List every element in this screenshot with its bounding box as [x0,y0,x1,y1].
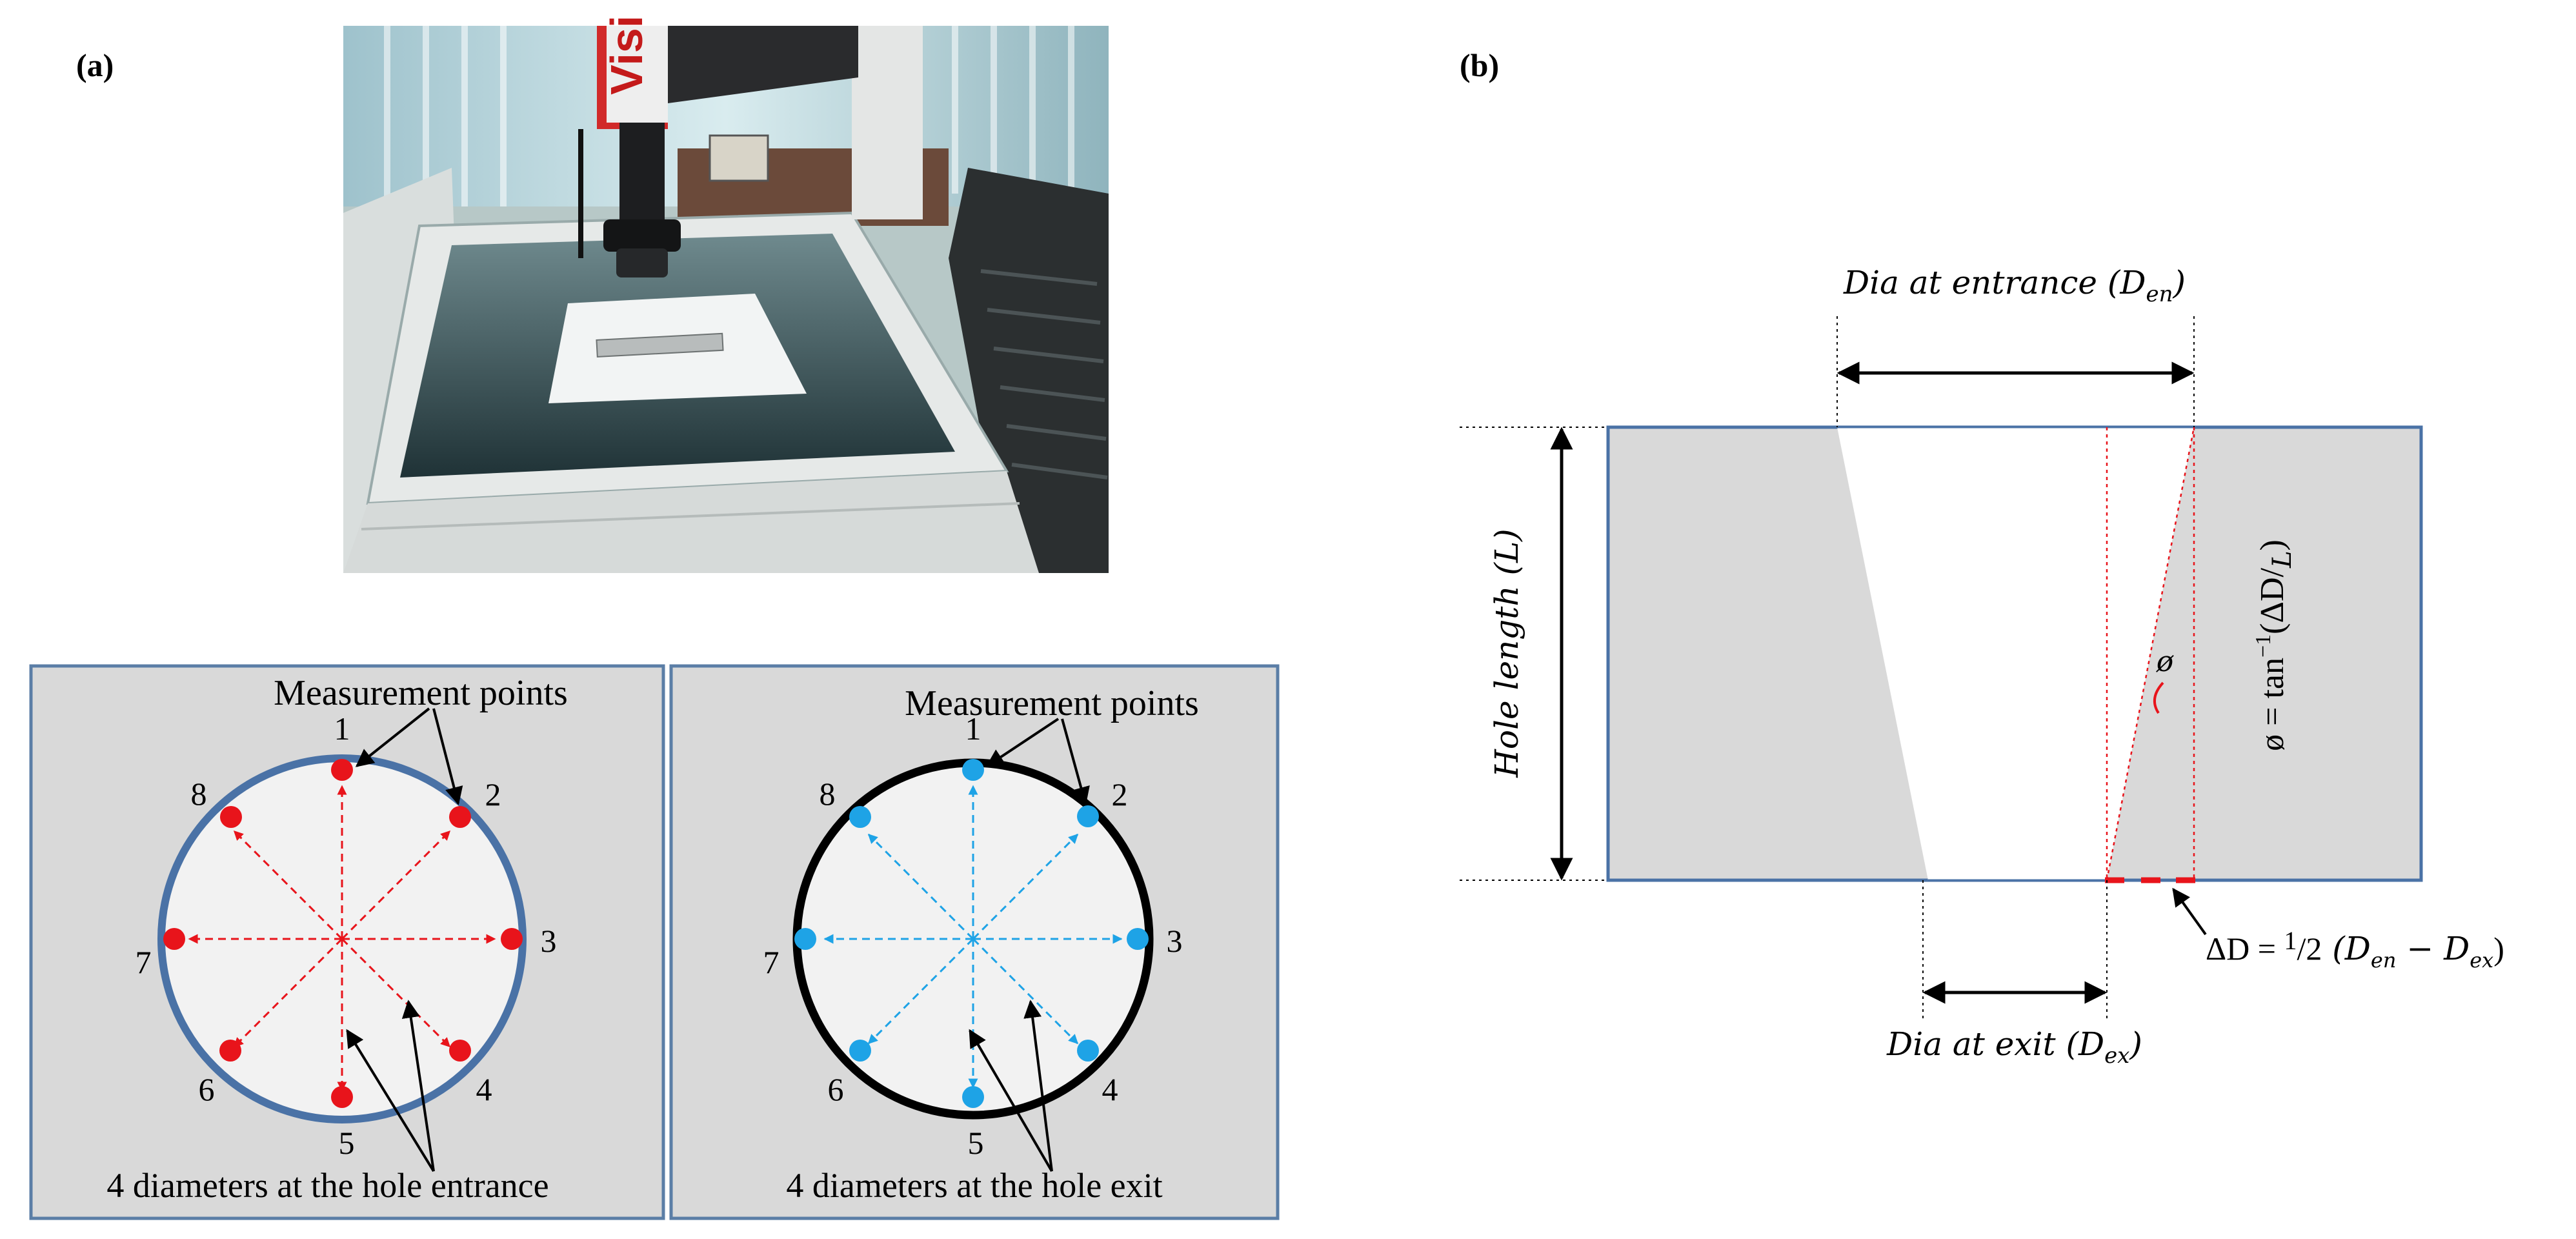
taper-construction-lines [2106,427,2195,881]
taper-angle-symbol: ø [2156,645,2175,678]
entrance-label-1: 1 [334,710,350,747]
entrance-point-3 [501,928,523,950]
entrance-diameter-pointers [346,1000,435,1173]
exit-label-4: 4 [1102,1071,1118,1107]
entrance-label-8: 8 [191,776,207,812]
delta-d-pointer [2172,887,2207,936]
taper-angle-arc [2153,681,2164,714]
exit-label-3: 3 [1167,923,1183,959]
taper-cross-section: ø [1606,425,2423,883]
exit-label-1: 1 [965,710,981,747]
hole-length-label: Hole length (L) [1488,529,1525,778]
entrance-title: Measurement points [274,673,568,713]
dia-exit-label: Dia at exit (Dex) [1886,1025,2142,1069]
tapered-hole [1837,427,2194,880]
exit-label-8: 8 [820,776,836,812]
entrance-label-6: 6 [199,1071,215,1107]
entrance-caption: 4 diameters at the hole entrance [106,1166,548,1205]
entrance-label-7: 7 [136,944,152,980]
entrance-measurement-box: Measurement points 1 2 3 4 5 6 7 8 4 dia… [29,664,665,1220]
exit-diameter-lines [823,785,1123,1089]
exit-point-3 [1127,928,1149,950]
svg-text:Visi: Visi [601,15,652,95]
entrance-label-2: 2 [485,776,501,812]
entrance-point-7 [163,928,185,950]
exit-point-2 [1077,805,1099,827]
entrance-point-4 [449,1040,471,1062]
panel-b-label: (b) [1460,47,1499,83]
delta-d-formula: ΔD = 1/2 (Den − Dex) [2206,926,2504,972]
exit-label-7: 7 [763,944,780,980]
exit-measurement-box: Measurement points 1 2 3 4 5 6 7 8 4 dia… [669,664,1280,1220]
taper-angle-formula: ø = tan−1(ΔD/L) [2251,539,2297,751]
panel-a-label: (a) [76,47,114,83]
exit-measurement-points [794,759,1149,1108]
exit-point-pointers [985,718,1090,805]
dia-entrance-label: Dia at entrance (Den) [1843,264,2186,307]
entrance-label-4: 4 [476,1071,492,1107]
entrance-point-8 [220,806,242,828]
exit-label-5: 5 [968,1125,984,1161]
exit-point-6 [849,1040,871,1062]
exit-label-6: 6 [828,1071,844,1107]
exit-label-2: 2 [1112,776,1128,812]
exit-point-8 [849,806,871,828]
entrance-point-6 [219,1040,241,1062]
entrance-label-3: 3 [541,923,557,959]
entrance-label-5: 5 [339,1125,355,1161]
entrance-point-5 [331,1086,353,1108]
exit-point-7 [794,928,816,950]
entrance-point-2 [449,806,471,828]
exit-point-4 [1077,1040,1099,1062]
entrance-measurement-points [163,759,523,1108]
exit-diameter-pointers [969,1000,1053,1173]
entrance-point-1 [331,759,353,781]
measuring-machine-photo: Visi [343,15,1109,573]
exit-point-5 [962,1086,984,1108]
exit-title: Measurement points [905,683,1199,723]
exit-point-1 [962,759,984,781]
exit-caption: 4 diameters at the hole exit [786,1166,1162,1205]
entrance-point-pointers [355,707,463,805]
